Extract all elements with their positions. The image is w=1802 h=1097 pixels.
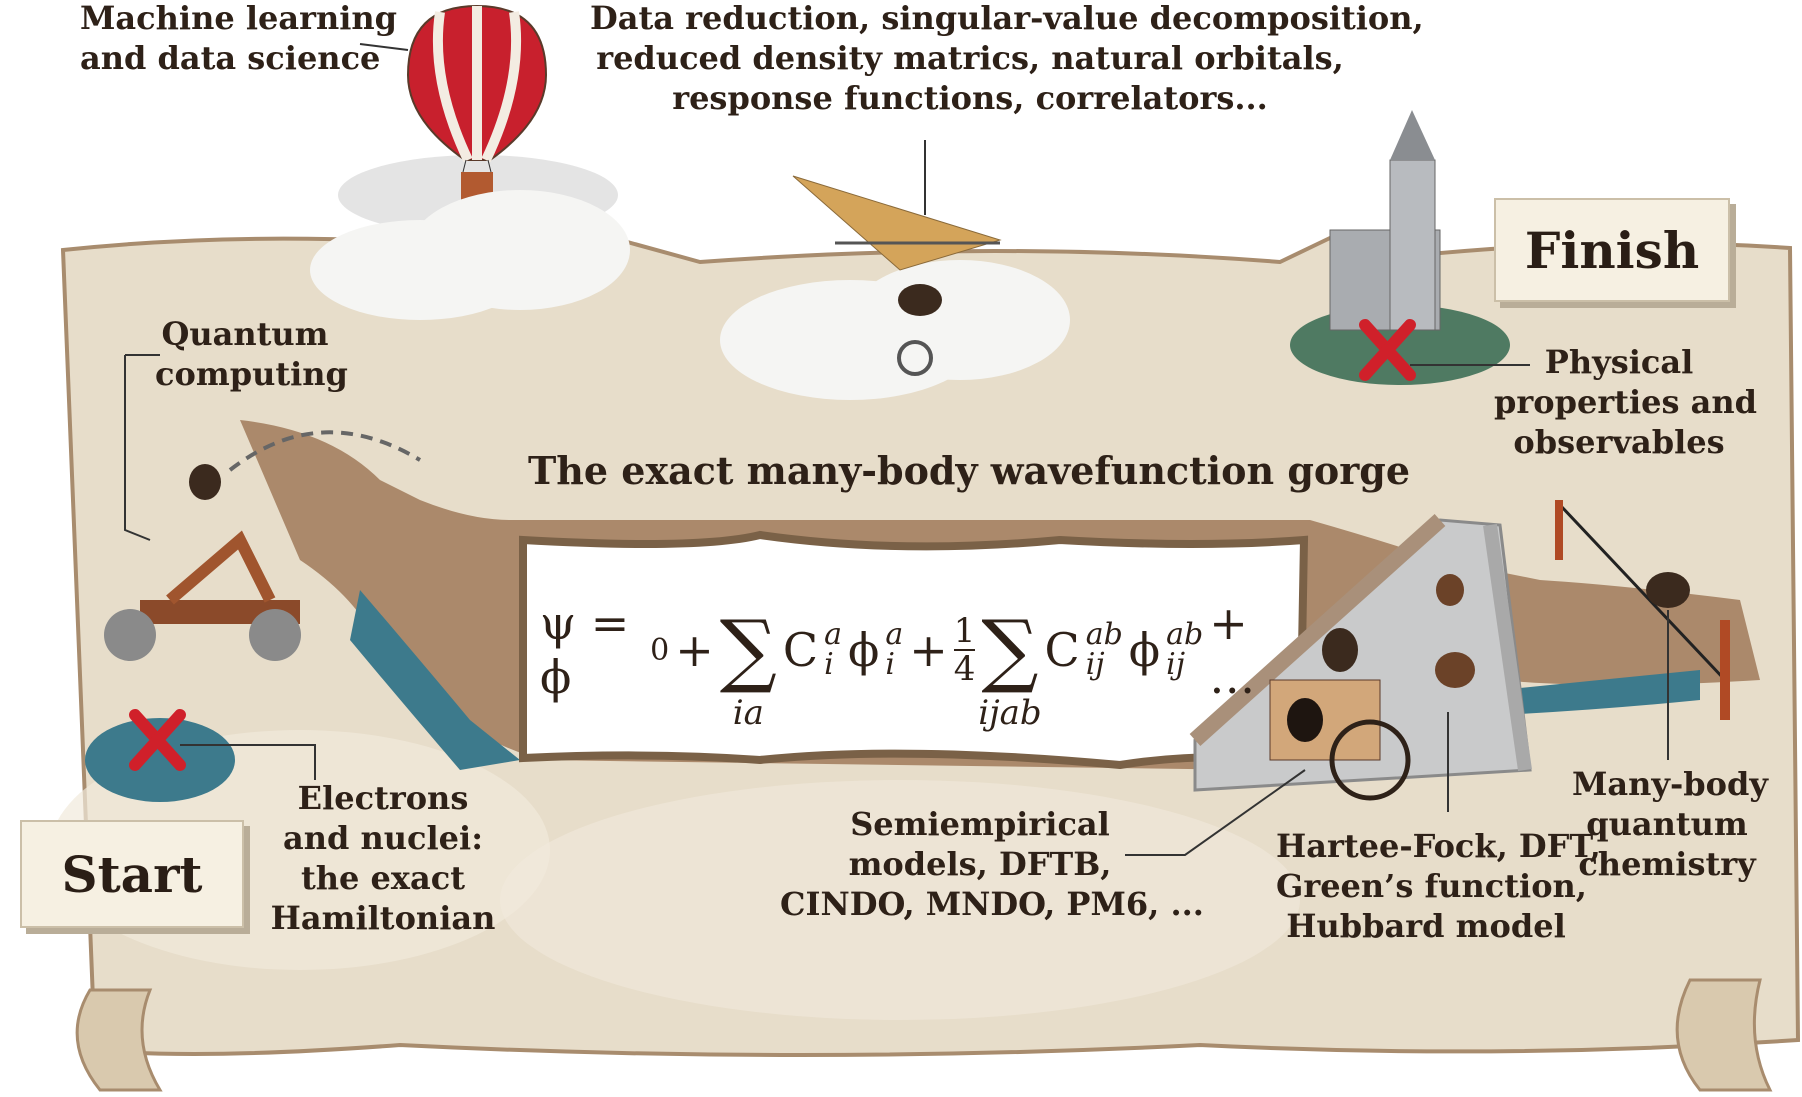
label-line: Hartee-Fock, DFT, — [1276, 827, 1601, 865]
eq-psi-phi: ψ = ϕ — [540, 596, 630, 704]
data-reduction-label: Data reduction, singular-value decomposi… — [590, 0, 1424, 118]
eq-sup: a — [885, 617, 904, 652]
start-text: Start — [61, 844, 203, 904]
label-line: models, DFTB, — [848, 845, 1112, 883]
finish-text: Finish — [1524, 220, 1700, 280]
eq-plus: + — [909, 623, 948, 677]
label-line: response functions, correlators... — [672, 79, 1268, 117]
machine-learning-label: Machine learning and data science — [80, 0, 397, 78]
start-banner: Start — [20, 820, 244, 928]
eq-den: 4 — [953, 649, 976, 689]
label-line: computing — [155, 355, 348, 393]
eq-index: ia — [732, 693, 764, 733]
clouds — [310, 190, 1070, 400]
red-x-marker-finish — [1359, 319, 1416, 381]
label-line: properties and — [1494, 383, 1757, 421]
hang-glider-cat — [792, 140, 1002, 376]
eq-phi: ϕ — [1128, 623, 1161, 677]
label-line: and nuclei: — [282, 819, 483, 857]
eq-phi: ϕ — [847, 623, 880, 677]
eq-index: ijab — [978, 693, 1042, 733]
eq-tail: + … — [1209, 596, 1256, 704]
eq-sum-2: ∑ijab — [978, 610, 1041, 731]
eq-c: C — [782, 623, 819, 677]
eq-sub: i — [824, 647, 834, 682]
hartree-fock-label: Hartee-Fock, DFT, Green’s function, Hubb… — [1276, 826, 1601, 946]
eq-sigma: ∑ — [719, 603, 777, 696]
label-line: Data reduction, singular-value decomposi… — [590, 0, 1424, 37]
label-line: observables — [1513, 423, 1725, 461]
finish-banner: Finish — [1494, 198, 1730, 302]
start-pond — [85, 718, 235, 802]
eq-num: 1 — [953, 611, 976, 651]
eq-c: C — [1044, 623, 1080, 677]
eq-sigma: ∑ — [981, 603, 1039, 696]
label-line: chemistry — [1578, 845, 1756, 883]
label-line: Hamiltonian — [270, 899, 496, 937]
eq-plus: + — [675, 623, 714, 677]
physical-properties-label: Physical properties and observables — [1494, 342, 1757, 462]
catapult — [104, 354, 422, 661]
eq-sup: a — [824, 617, 842, 652]
label-line: the exact — [301, 859, 465, 897]
eq-sum-1: ∑ia — [720, 610, 777, 731]
label-line: and data science — [80, 39, 381, 77]
semiempirical-label: Semiempirical models, DFTB, CINDO, MNDO,… — [780, 804, 1204, 924]
eq-sub: ij — [1085, 647, 1105, 682]
label-line: Quantum — [161, 315, 329, 353]
electrons-label: Electrons and nuclei: the exact Hamilton… — [268, 778, 498, 938]
red-x-marker-start — [129, 709, 186, 771]
label-line: reduced density matrics, natural orbital… — [596, 39, 1344, 77]
many-body-label: Many-body quantum chemistry — [1572, 764, 1768, 884]
bridge-with-cats — [1189, 500, 1730, 801]
hot-air-balloon — [338, 4, 618, 235]
label-line: Electrons — [297, 779, 469, 817]
label-line: Semiempirical — [850, 805, 1110, 843]
eq-sup: ab — [1166, 617, 1204, 652]
label-line: Green’s function, — [1276, 867, 1587, 905]
eq-sub: 0 — [650, 632, 670, 668]
eq-sup: ab — [1085, 617, 1123, 652]
label-line: quantum — [1586, 805, 1748, 843]
label-line: Machine learning — [80, 0, 397, 37]
label-line: Physical — [1544, 343, 1694, 381]
gorge-title: The exact many-body wavefunction gorge — [528, 448, 1410, 493]
quantum-computing-label: Quantum computing — [155, 314, 348, 394]
eq-sub: ij — [1166, 647, 1186, 682]
label-line: CINDO, MNDO, PM6, ... — [780, 885, 1204, 923]
label-line: Many-body — [1572, 765, 1768, 803]
label-line: Hubbard model — [1286, 907, 1566, 945]
eq-sub: i — [885, 647, 895, 682]
